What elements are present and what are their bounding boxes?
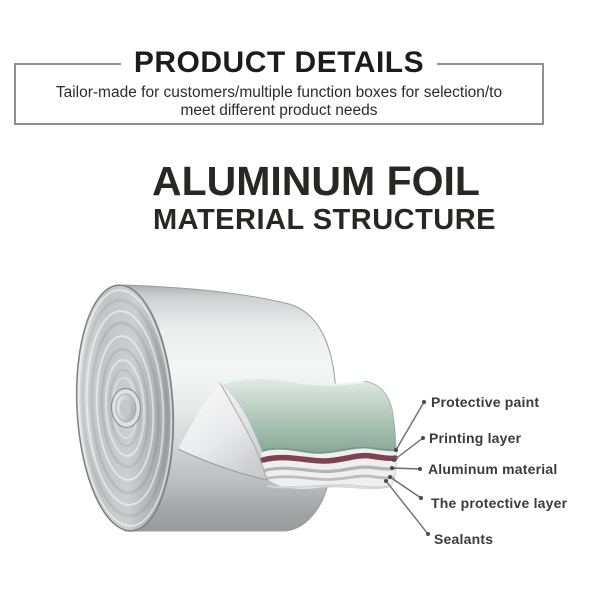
label-the-protective-layer: The protective layer <box>431 495 568 511</box>
leader-dot <box>426 532 430 536</box>
layer-stack <box>260 447 398 490</box>
leader-dot <box>421 436 425 440</box>
leader-dot <box>392 458 396 462</box>
leader-line-aluminum-material <box>390 466 422 471</box>
page-title: PRODUCT DETAILS <box>120 44 438 82</box>
sealant-layer-band <box>267 484 391 489</box>
leader-dot <box>418 467 422 471</box>
protective-layer-band <box>264 474 395 481</box>
leader-line-printing-layer <box>392 436 425 462</box>
label-printing-layer: Printing layer <box>429 430 522 446</box>
heading-material-structure: MATERIAL STRUCTURE <box>153 204 497 236</box>
leader-line-sealants <box>384 479 430 536</box>
subtitle-line-1: Tailor-made for customers/multiple funct… <box>55 84 503 101</box>
roll-hub <box>110 387 142 429</box>
subtitle-line-2: meet different product needs <box>180 102 378 119</box>
label-aluminum-material: Aluminum material <box>428 461 558 477</box>
leader-line-protective-paint <box>394 400 426 452</box>
leader-dot <box>388 475 392 479</box>
label-sealants: Sealants <box>434 531 494 547</box>
leader-dot <box>394 448 398 452</box>
aluminum-layer-band <box>262 465 396 474</box>
peeled-sheet-underside <box>177 382 268 481</box>
leader-line-the-protective-layer <box>388 475 423 500</box>
subtitle: Tailor-made for customers/multiple funct… <box>16 84 542 120</box>
roll-face <box>75 284 175 532</box>
printing-layer-band <box>260 452 398 464</box>
leader-dot <box>422 400 426 404</box>
label-protective-paint: Protective paint <box>431 394 540 410</box>
leader-lines <box>384 400 430 536</box>
product-details-box: PRODUCT DETAILS Tailor-made for customer… <box>14 44 544 125</box>
leader-dot <box>384 479 388 483</box>
leader-dot <box>419 496 423 500</box>
heading-aluminum-foil: ALUMINUM FOIL <box>152 158 480 204</box>
leader-dot <box>390 466 394 470</box>
peeled-sheet-top <box>220 377 397 454</box>
